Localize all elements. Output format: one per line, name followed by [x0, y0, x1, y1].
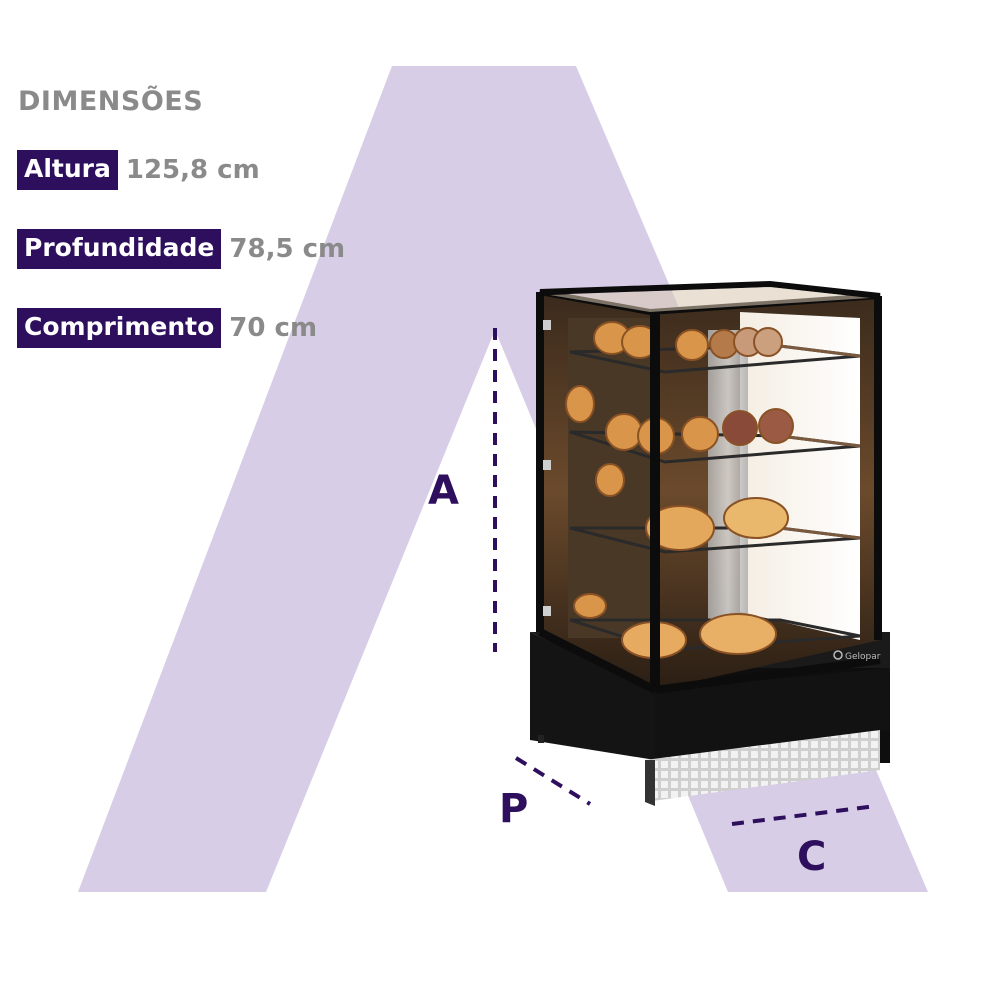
width-axis-letter: C: [797, 834, 827, 880]
height-axis-letter: A: [428, 468, 459, 514]
dimension-value-depth: 78,5 cm: [229, 234, 346, 264]
dimensions-title: DIMENSÕES: [18, 86, 204, 117]
dimension-label-depth: Profundidade: [17, 229, 222, 269]
brand-label: Gelopar: [845, 652, 881, 662]
width-dimension-line: [731, 804, 877, 826]
dimension-row-width: Comprimento 70 cm: [17, 308, 317, 348]
brand-logo-icon: [833, 650, 843, 660]
dimension-row-height: Altura 125,8 cm: [17, 150, 260, 190]
dimension-value-width: 70 cm: [229, 313, 318, 343]
dimension-label-width: Comprimento: [17, 308, 222, 348]
depth-dimension-line: [514, 756, 592, 806]
depth-axis-letter: P: [499, 786, 529, 832]
dimension-label-height: Altura: [17, 150, 118, 190]
dimension-value-height: 125,8 cm: [125, 155, 260, 185]
dimension-row-depth: Profundidade 78,5 cm: [17, 229, 345, 269]
